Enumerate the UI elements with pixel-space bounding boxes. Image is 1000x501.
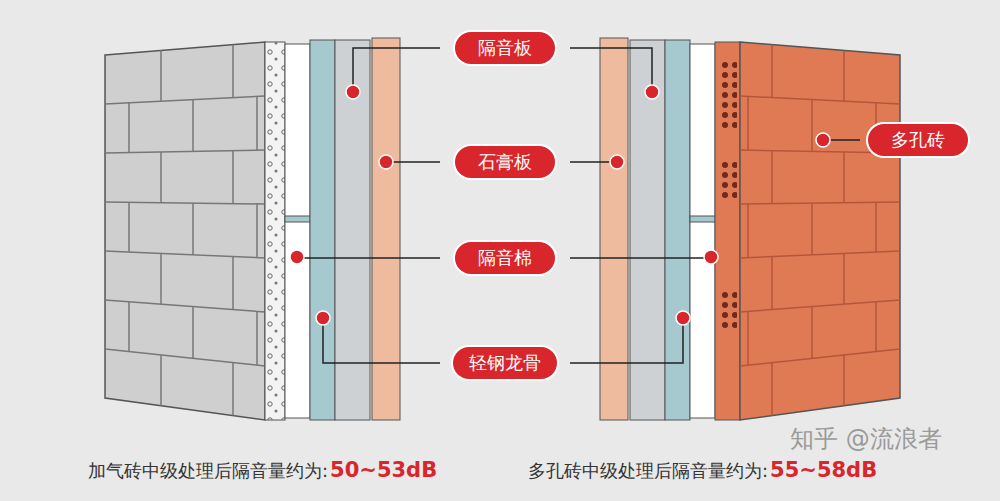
watermark: 知乎 @流浪者: [790, 424, 942, 454]
label-text: 多孔砖: [891, 129, 945, 150]
label-text: 轻钢龙骨: [469, 352, 541, 373]
caption-value: 55~58dB: [770, 456, 877, 484]
gypsum-board-label: 石膏板: [455, 146, 555, 178]
caption-text: 多孔砖中级处理后隔音量约为:: [528, 458, 768, 484]
sound-cotton-label: 隔音棉: [455, 242, 555, 274]
steel-keel-label: 轻钢龙骨: [453, 347, 557, 379]
label-text: 石膏板: [478, 151, 532, 172]
sound-board-label: 隔音板: [455, 32, 555, 64]
label-text: 隔音板: [478, 37, 532, 58]
caption-text: 加气砖中级处理后隔音量约为:: [88, 458, 328, 484]
caption-value: 50~53dB: [330, 456, 437, 484]
porous-brick-label: 多孔砖: [868, 124, 968, 156]
label-text: 隔音棉: [478, 247, 532, 268]
